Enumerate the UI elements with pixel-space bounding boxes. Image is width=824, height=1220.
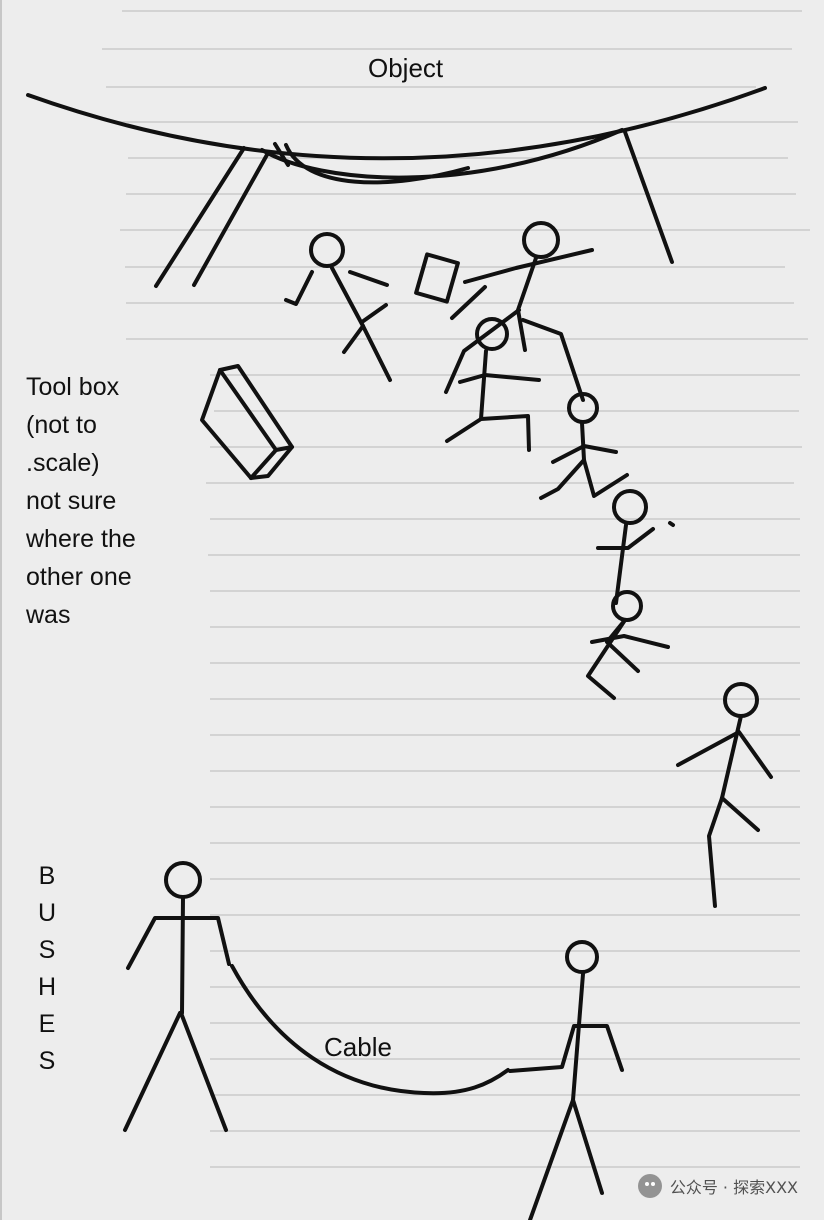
bushes-letter: S [37, 932, 57, 969]
figure-bushes-leg-left [125, 1013, 180, 1130]
figure-cable-leg-right [573, 1100, 602, 1193]
watermark-text: 公众号 · 探索XXX [670, 1174, 798, 1198]
figure-top-left-arm-left [286, 272, 312, 304]
figure-bushes-leg-right [181, 1013, 226, 1130]
figure-top-right-arm-lower [452, 287, 485, 318]
bushes-letter: B [37, 858, 57, 895]
figure-lower-right-head [614, 491, 646, 523]
figure-bushes-head [166, 863, 200, 897]
bushes-letter: E [37, 1006, 57, 1043]
watermark: 公众号 · 探索XXX [638, 1174, 798, 1198]
figure-top-left-arm-right [350, 272, 387, 285]
figure-right-edge-arms [678, 732, 771, 777]
figure-cable-head [567, 942, 597, 972]
figure-right-edge-head [725, 684, 757, 716]
figure-lower-right-hand-mark [670, 523, 673, 525]
figure-middle-head [477, 319, 507, 349]
figure-fourth-body [607, 620, 638, 671]
figure-top-right-head [524, 223, 558, 257]
figure-middle-body [447, 351, 486, 441]
figure-bushes-body [182, 897, 183, 1013]
object-left-inner-leg [194, 153, 268, 285]
toolbox-note-line: where the [26, 520, 136, 558]
figure-right-edge-leg [722, 798, 758, 830]
figure-cable-arms [510, 1026, 622, 1071]
cable-label: Cable [324, 1034, 392, 1060]
figure-fourth-arms [592, 636, 668, 647]
figure-top-left-head [311, 234, 343, 266]
object-lower-curve [262, 130, 622, 178]
object-top-curve [28, 88, 765, 158]
figure-right-mid-body [582, 423, 627, 496]
figure-middle-legs [481, 416, 529, 450]
toolbox-note-line: (not to [26, 406, 136, 444]
object-right-leg [625, 132, 672, 262]
figure-cable-body [530, 974, 583, 1220]
toolbox-note: Tool box (not to .scale) not sure where … [26, 368, 136, 634]
toolbox-box-front [202, 370, 276, 478]
toolbox-note-line: .scale) [26, 444, 136, 482]
figure-top-left-body [332, 268, 363, 352]
bushes-letter: U [37, 895, 57, 932]
bushes-letter: H [37, 969, 57, 1006]
figure-top-right-body [518, 258, 536, 350]
toolbox-note-line: other one [26, 558, 136, 596]
bushes-label: B U S H E S [37, 858, 57, 1080]
figure-top-left-arm-extra [362, 305, 386, 322]
figure-bushes-arms [128, 918, 229, 968]
toolbox-note-line: was [26, 596, 136, 634]
figure-top-left-leg [363, 326, 390, 380]
wechat-icon [638, 1174, 662, 1198]
toolbox-note-line: not sure [26, 482, 136, 520]
figure-fourth-head [613, 592, 641, 620]
cable-line [232, 966, 508, 1093]
toolbox-box-side [220, 366, 292, 450]
figure-middle-arms [460, 375, 539, 382]
toolbox-note-line: Tool box [26, 368, 136, 406]
figure-fourth-legs [588, 620, 625, 698]
object-label: Object [368, 55, 443, 81]
figure-right-mid-leg [541, 460, 584, 498]
figure-carried-box [416, 254, 458, 301]
figure-top-right-leg-right [523, 320, 583, 400]
bushes-letter: S [37, 1043, 57, 1080]
